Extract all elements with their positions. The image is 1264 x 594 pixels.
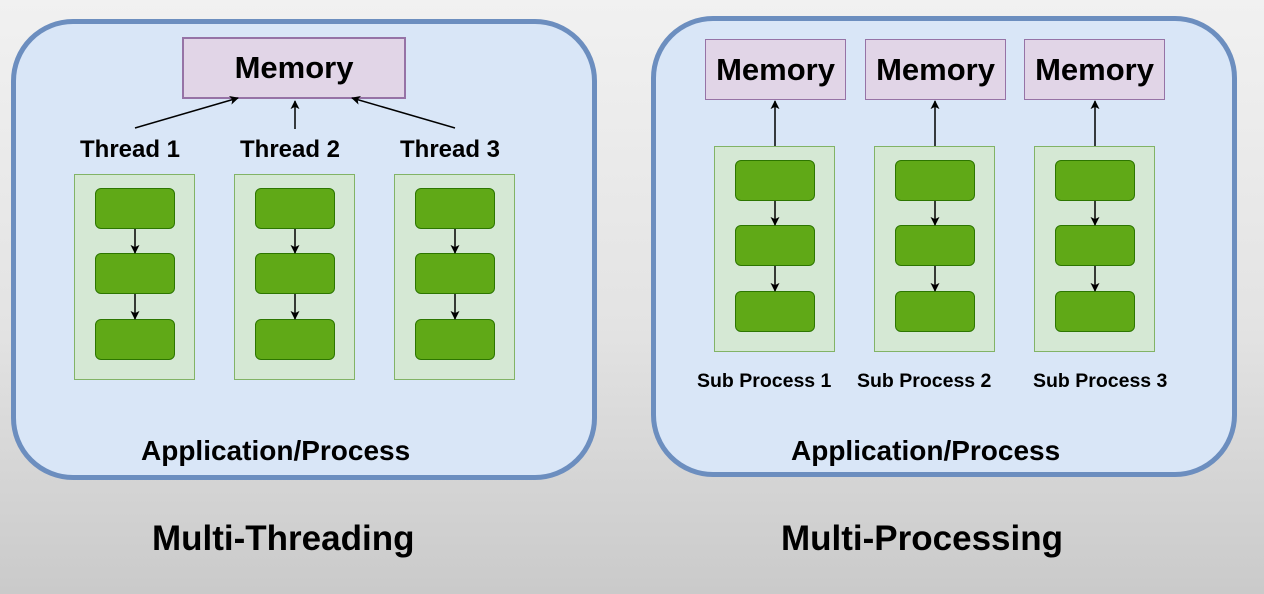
- thread-3-step-2: [415, 253, 495, 294]
- multiprocessing-container-label: Application/Process: [791, 435, 1061, 466]
- subprocess-3-step-1: [1055, 160, 1135, 201]
- subprocess-3-label: Sub Process 3: [1033, 370, 1168, 392]
- subprocess-2-step-3: [895, 291, 975, 332]
- thread-1-step-1: [95, 188, 175, 229]
- thread-2-step-3: [255, 319, 335, 360]
- subprocess-3-memory-box: Memory: [1024, 39, 1165, 100]
- subprocess-1-step-3: [735, 291, 815, 332]
- subprocess-2-step-2: [895, 225, 975, 266]
- subprocess-3-step-2: [1055, 225, 1135, 266]
- thread-3-step-3: [415, 319, 495, 360]
- thread-1-step-3: [95, 319, 175, 360]
- thread-3-label: Thread 3: [400, 136, 501, 163]
- thread-2-step-1: [255, 188, 335, 229]
- subprocess-1-step-2: [735, 225, 815, 266]
- subprocess-1-step-1: [735, 160, 815, 201]
- multithreading-container-label: Application/Process: [141, 435, 411, 466]
- thread-3-step-1: [415, 188, 495, 229]
- thread-1-step-2: [95, 253, 175, 294]
- subprocess-1-label: Sub Process 1: [697, 370, 832, 392]
- multithreading-caption: Multi-Threading: [152, 519, 415, 558]
- subprocess-2-step-1: [895, 160, 975, 201]
- thread-2-step-2: [255, 253, 335, 294]
- thread-1-label: Thread 1: [80, 136, 181, 163]
- subprocess-1-memory-box: Memory: [705, 39, 846, 100]
- subprocess-2-label: Sub Process 2: [857, 370, 992, 392]
- shared-memory-box: Memory: [182, 37, 406, 99]
- subprocess-3-step-3: [1055, 291, 1135, 332]
- subprocess-2-memory-box: Memory: [865, 39, 1006, 100]
- thread-2-label: Thread 2: [240, 136, 341, 163]
- multiprocessing-caption: Multi-Processing: [781, 519, 1063, 558]
